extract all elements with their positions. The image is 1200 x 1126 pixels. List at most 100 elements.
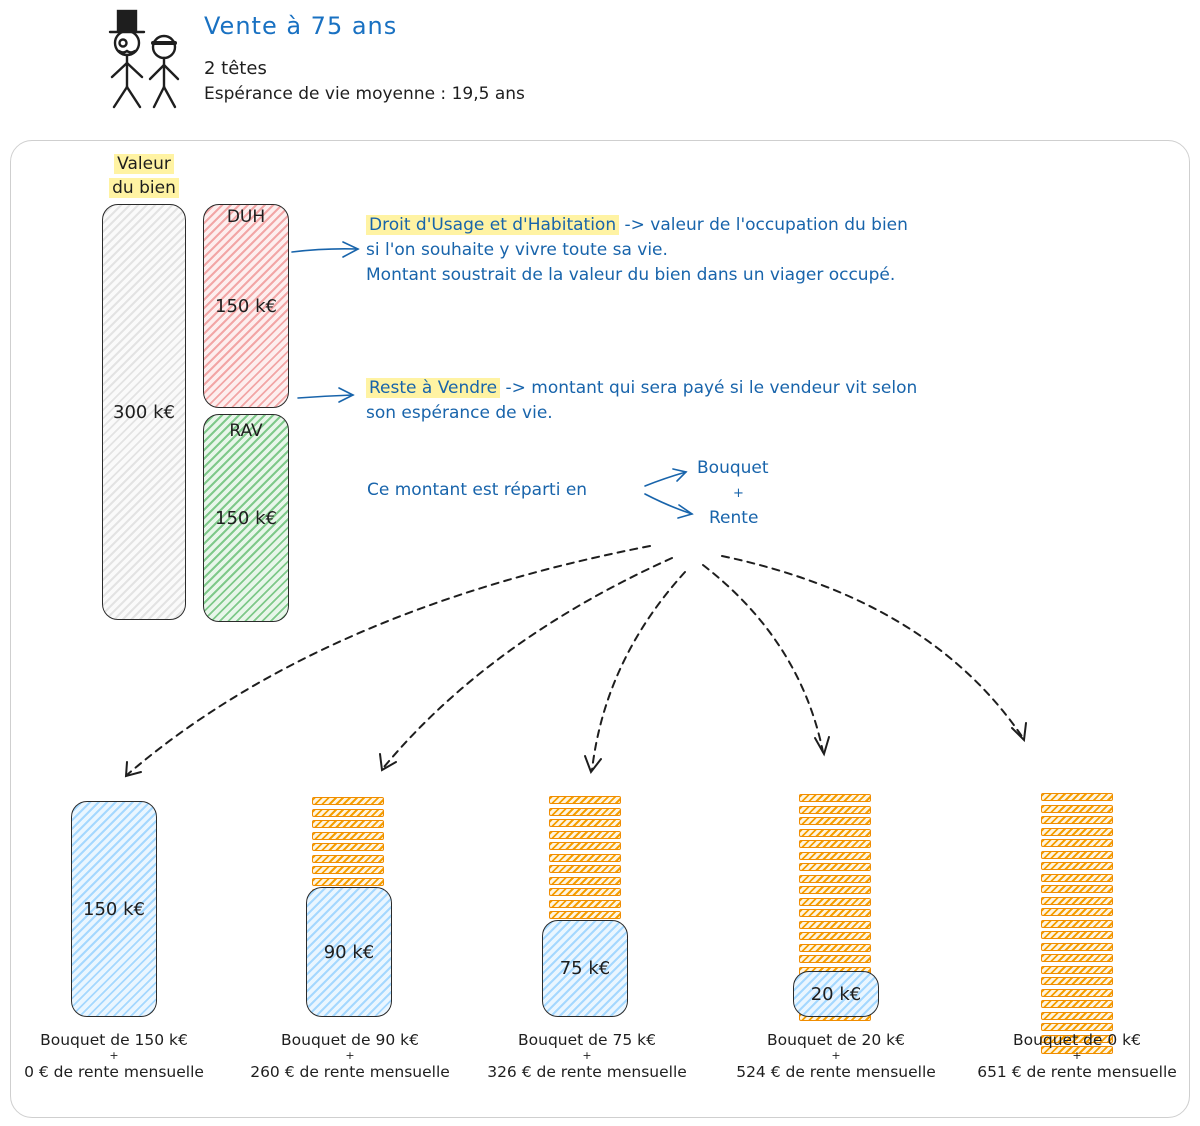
- bouquet-bar-2: 90 k€: [306, 887, 392, 1017]
- scenario-line2-1: 0 € de rente mensuelle: [24, 1063, 204, 1081]
- dashed-arrow-head-3: [584, 755, 602, 775]
- rente-coin: [1041, 793, 1113, 801]
- rente-coin: [1041, 977, 1113, 985]
- rente-coin: [799, 874, 871, 883]
- rente-coin: [799, 805, 871, 814]
- rente-coin: [312, 808, 384, 817]
- rente-coin: [1041, 965, 1113, 974]
- dashed-arrow-5: [721, 555, 1024, 739]
- life-expectancy: Espérance de vie moyenne : 19,5 ans: [204, 84, 525, 104]
- bouquet-bar-1: 150 k€: [71, 801, 157, 1017]
- rente-coin: [549, 807, 621, 816]
- dashed-arrow-2: [383, 557, 673, 768]
- rente-coin: [1041, 919, 1113, 928]
- duh-note-rest: -> valeur de l'occupation du bien: [619, 215, 908, 235]
- rente-coin: [799, 863, 871, 871]
- rente-coin: [799, 794, 871, 802]
- rente-coin: [549, 853, 621, 862]
- rente-coin: [1041, 988, 1113, 997]
- rente-coin: [549, 842, 621, 850]
- rente-coin: [1041, 885, 1113, 893]
- duh-term: Droit d'Usage et d'Habitation: [366, 215, 620, 235]
- rente-text: Rente: [709, 508, 759, 528]
- rente-coin: [799, 932, 871, 940]
- rente-coin: [312, 797, 384, 805]
- scenario-plus-3: +: [582, 1049, 592, 1062]
- rente-coin: [1041, 1023, 1113, 1031]
- rente-coin: [1041, 804, 1113, 813]
- bouquet-amount-2: 90 k€: [323, 941, 375, 963]
- scenario-line1-4: Bouquet de 20 k€: [767, 1031, 905, 1049]
- scenario-plus-4: +: [831, 1049, 841, 1062]
- duh-note-line2: si l'on souhaite y vivre toute sa vie.: [366, 240, 668, 260]
- rav-amount: 150 k€: [215, 507, 277, 529]
- rente-coin: [1041, 816, 1113, 824]
- rente-coin: [799, 943, 871, 952]
- rente-coin: [549, 830, 621, 839]
- scenario-plus-2: +: [345, 1049, 355, 1062]
- dashed-arrow-head-4: [814, 736, 830, 757]
- scenario-caption-1: Bouquet de 150 k€ + 0 € de rente mensuel…: [0, 1030, 234, 1082]
- property-value-amount: 300 k€: [113, 401, 175, 423]
- scenario-caption-3: Bouquet de 75 k€ + 326 € de rente mensue…: [467, 1030, 707, 1082]
- rente-coin: [799, 955, 871, 963]
- rav-note-line2: son espérance de vie.: [366, 403, 553, 423]
- rente-coin: [799, 886, 871, 894]
- scenario-line2-2: 260 € de rente mensuelle: [250, 1063, 450, 1081]
- rav-bar: RAV 150 k€: [203, 414, 289, 622]
- rente-coin: [1041, 827, 1113, 836]
- bouquet-arrow: [644, 471, 687, 487]
- rente-coin: [799, 920, 871, 929]
- rente-coin: [312, 820, 384, 828]
- dashed-arrow-4: [702, 564, 824, 753]
- duh-arrow: [291, 248, 359, 253]
- value-label: Valeur du bien: [103, 152, 185, 200]
- dashed-arrow-head-2: [379, 753, 397, 772]
- scenario-line1-5: Bouquet de 0 k€: [1012, 1031, 1142, 1049]
- scenario-caption-5: Bouquet de 0 k€ + 651 € de rente mensuel…: [957, 1030, 1197, 1082]
- rente-coin: [1041, 931, 1113, 939]
- dashed-arrow-head-1: [124, 761, 142, 778]
- rente-coin: [312, 854, 384, 863]
- rente-coin: [549, 899, 621, 908]
- rav-arrow: [297, 394, 354, 399]
- rente-coin: [549, 888, 621, 896]
- rente-coin: [1041, 942, 1113, 951]
- duh-note-line3: Montant soustrait de la valeur du bien d…: [366, 265, 896, 285]
- rente-coin: [1041, 1011, 1113, 1020]
- bouquet-amount-3: 75 k€: [559, 958, 611, 979]
- duh-arrow-head: [342, 241, 360, 258]
- stick-figures-icon: [108, 9, 180, 109]
- duh-amount: 150 k€: [215, 295, 277, 317]
- rav-term: Reste à Vendre: [366, 378, 501, 398]
- rente-coin: [1041, 862, 1113, 870]
- dashed-arrow-1: [127, 545, 651, 775]
- rente-coin: [1041, 908, 1113, 916]
- rav-arrow-head: [338, 387, 355, 403]
- heads-count: 2 têtes: [204, 58, 267, 79]
- duh-note: Droit d'Usage et d'Habitation -> valeur …: [366, 213, 908, 288]
- bouquet-text: Bouquet: [697, 458, 769, 478]
- rente-coin: [799, 897, 871, 906]
- bouquet-amount-1: 150 k€: [83, 898, 145, 920]
- property-value-bar: 300 k€: [102, 204, 186, 620]
- rente-coin: [1041, 1000, 1113, 1008]
- rente-coin: [799, 851, 871, 860]
- rente-coin-stack-5: [1041, 793, 1113, 1058]
- split-text: Ce montant est réparti en: [367, 480, 588, 500]
- rav-label: RAV: [229, 421, 263, 441]
- rente-coin: [312, 866, 384, 874]
- scenario-line1-3: Bouquet de 75 k€: [518, 1031, 656, 1049]
- value-label-line2: du bien: [109, 178, 179, 198]
- bouquet-arrow-head: [672, 468, 688, 482]
- rente-coin: [1041, 1034, 1113, 1043]
- rav-note-rest: -> montant qui sera payé si le vendeur v…: [500, 378, 918, 398]
- dashed-arrow-head-5: [1011, 722, 1027, 743]
- dashed-arrow-3: [591, 571, 686, 771]
- rente-coin: [1041, 896, 1113, 905]
- duh-label: DUH: [226, 207, 266, 227]
- rente-coin: [799, 828, 871, 837]
- rente-coin: [549, 876, 621, 885]
- rente-coin: [799, 817, 871, 825]
